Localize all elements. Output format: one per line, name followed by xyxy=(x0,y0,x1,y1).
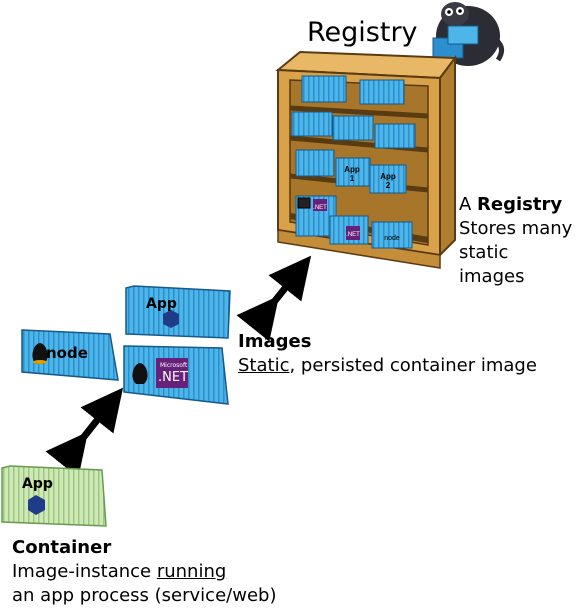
svg-text:1: 1 xyxy=(350,174,355,183)
registry-caption-bold: Registry xyxy=(477,194,563,215)
shelf-app1-label: App xyxy=(344,165,360,174)
svg-text:.NET: .NET xyxy=(313,205,327,211)
container-caption: Container Image-instance running an app … xyxy=(12,536,276,608)
shelf-container xyxy=(301,75,347,103)
container-desc-prefix: Image-instance xyxy=(12,561,157,582)
shelf-app2-label: App xyxy=(380,172,396,181)
linux-penguin-icon-2 xyxy=(132,363,148,384)
app-hexagon-icon xyxy=(163,310,179,328)
images-caption: Images Static, persisted container image xyxy=(238,330,537,378)
shelf-container xyxy=(332,115,374,141)
svg-text:.NET: .NET xyxy=(346,232,360,238)
container-desc-line2: an app process (service/web) xyxy=(12,585,277,606)
shelf-container xyxy=(295,149,335,177)
registry-mascot-icon xyxy=(432,2,504,69)
container-app-label: App xyxy=(22,476,53,492)
registry-caption-line2: Stores many xyxy=(459,218,573,239)
image-app-label: App xyxy=(146,296,177,312)
shelf-container xyxy=(359,79,405,105)
registry-caption: A Registry Stores many static images xyxy=(459,193,579,289)
container-heading: Container xyxy=(12,537,112,558)
images-desc-rest: , persisted container image xyxy=(289,355,537,376)
running-container xyxy=(1,465,107,527)
dotnet-logo-icon xyxy=(156,358,188,388)
container-images-arrow xyxy=(45,387,124,478)
registry-title: Registry xyxy=(307,17,418,48)
shelf-container xyxy=(374,123,416,149)
image-node-label: node xyxy=(46,344,88,362)
image-net-label: .NET xyxy=(158,370,189,385)
shelf-container-app2 xyxy=(369,164,407,194)
registry-caption-line3: static images xyxy=(459,242,525,287)
images-heading: Images xyxy=(238,331,312,352)
svg-text:node: node xyxy=(384,235,400,242)
shelf-container xyxy=(291,111,333,137)
image-containers xyxy=(21,285,231,405)
image-net-microsoft: Microsoft xyxy=(160,362,188,369)
shelf-containers: App 1 App 2 .NET .NET node xyxy=(291,75,416,249)
shelf-container-app1 xyxy=(335,157,371,187)
shelf-container-node xyxy=(371,221,413,249)
registry-caption-prefix: A xyxy=(459,194,478,215)
images-desc-underlined: Static xyxy=(238,355,290,376)
svg-text:2: 2 xyxy=(386,181,391,190)
container-hexagon-icon xyxy=(28,495,45,515)
images-registry-arrow xyxy=(236,255,312,342)
container-desc-underlined: running xyxy=(156,561,227,582)
linux-penguin-icon xyxy=(32,343,48,364)
